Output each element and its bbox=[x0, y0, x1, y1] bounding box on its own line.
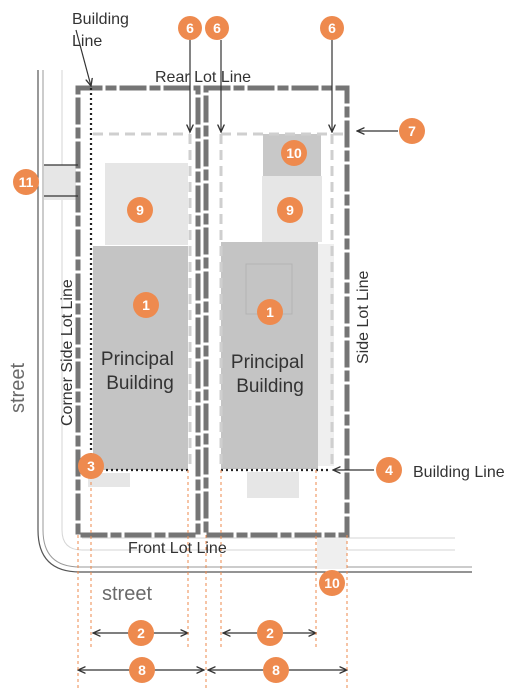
right-side-strip bbox=[318, 244, 334, 466]
badge-7: 7 bbox=[399, 118, 425, 144]
badge-10-bottom: 10 bbox=[319, 570, 345, 596]
badge-3: 3 bbox=[78, 453, 104, 479]
badge-6-left: 6 bbox=[178, 16, 202, 40]
dimension-guides bbox=[77, 470, 348, 690]
arrow-building-line bbox=[75, 29, 91, 86]
svg-text:8: 8 bbox=[272, 662, 280, 678]
badge-9-right: 9 bbox=[277, 197, 303, 223]
svg-text:2: 2 bbox=[266, 625, 274, 641]
svg-text:2: 2 bbox=[137, 625, 145, 641]
street-label-bottom: street bbox=[102, 583, 152, 605]
corner-side-lot-line-label: Corner Side Lot Line bbox=[59, 279, 76, 426]
svg-text:7: 7 bbox=[408, 123, 416, 139]
driveway-right bbox=[247, 472, 299, 498]
svg-text:10: 10 bbox=[324, 575, 340, 591]
building-lines bbox=[89, 88, 330, 472]
svg-text:1: 1 bbox=[266, 304, 274, 320]
front-lot-line-label: Front Lot Line bbox=[128, 540, 227, 557]
badge-6-middle: 6 bbox=[205, 16, 229, 40]
principal-building-left-label: Principal Building bbox=[101, 349, 179, 394]
badge-2-right: 2 bbox=[257, 620, 283, 646]
badge-1-left: 1 bbox=[133, 292, 159, 318]
side-lot-line-label: Side Lot Line bbox=[355, 270, 372, 364]
svg-text:1: 1 bbox=[142, 297, 150, 313]
principal-building-left bbox=[93, 246, 188, 470]
svg-text:9: 9 bbox=[136, 202, 144, 218]
badge-10-top: 10 bbox=[281, 140, 307, 166]
badge-8-right: 8 bbox=[263, 657, 289, 683]
badge-2-left: 2 bbox=[128, 620, 154, 646]
badge-9-left: 9 bbox=[127, 197, 153, 223]
svg-text:6: 6 bbox=[186, 20, 194, 36]
badge-8-left: 8 bbox=[129, 657, 155, 683]
badge-6-right: 6 bbox=[320, 16, 344, 40]
svg-text:8: 8 bbox=[138, 662, 146, 678]
svg-text:9: 9 bbox=[286, 202, 294, 218]
setback-lines bbox=[93, 132, 346, 470]
principal-building-right-label: Principal Building bbox=[231, 352, 309, 397]
badge-11: 11 bbox=[13, 169, 39, 195]
principal-building-right bbox=[221, 242, 318, 469]
lot-left-outline bbox=[75, 85, 201, 538]
svg-text:6: 6 bbox=[328, 20, 336, 36]
building-line-right-label: Building Line bbox=[413, 464, 505, 481]
building-line-label: Building Line bbox=[72, 11, 133, 50]
svg-text:10: 10 bbox=[286, 145, 302, 161]
badge-4: 4 bbox=[376, 457, 402, 483]
street-label-side: street bbox=[7, 363, 29, 413]
badge-1-right: 1 bbox=[257, 299, 283, 325]
svg-text:6: 6 bbox=[213, 20, 221, 36]
right-bottom-strip bbox=[317, 537, 347, 569]
principal-buildings bbox=[93, 242, 318, 470]
svg-text:11: 11 bbox=[19, 174, 34, 190]
rear-lot-line-label: Rear Lot Line bbox=[155, 69, 251, 86]
badges: 6 6 6 7 11 10 9 9 1 1 3 4 10 2 2 8 8 bbox=[13, 16, 425, 683]
svg-text:3: 3 bbox=[87, 458, 95, 474]
svg-text:4: 4 bbox=[385, 462, 393, 478]
corner-side-strip bbox=[44, 165, 76, 200]
